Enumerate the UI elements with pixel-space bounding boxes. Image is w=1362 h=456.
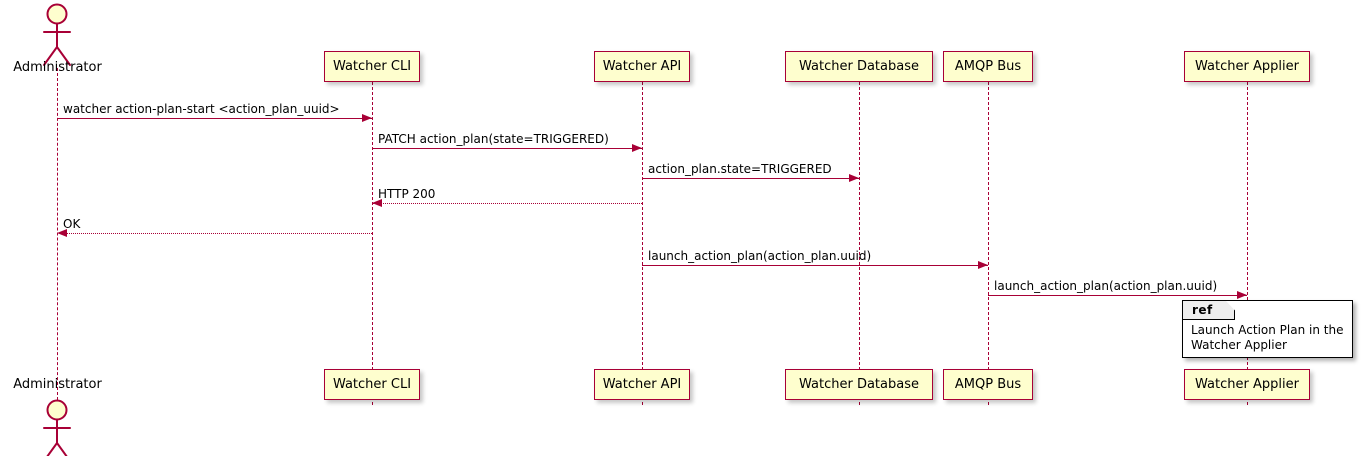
lifeline-amqp-bus	[988, 82, 989, 405]
message-label-2: action_plan.state=TRIGGERED	[648, 162, 832, 176]
lifeline-watcher-cli	[372, 82, 373, 405]
lifeline-watcher-database	[859, 82, 860, 405]
participant-label: Watcher API	[602, 59, 682, 74]
participant-amqp-bus-top[interactable]: AMQP Bus	[943, 51, 1033, 82]
lifeline-watcher-api	[642, 82, 643, 405]
participant-watcher-cli-top[interactable]: Watcher CLI	[324, 51, 420, 82]
participant-watcher-database-top[interactable]: Watcher Database	[785, 51, 933, 82]
message-label-3: HTTP 200	[378, 187, 436, 201]
message-arrowhead-4	[57, 229, 67, 238]
message-line-2	[642, 178, 859, 179]
participant-label: Watcher Applier	[1195, 377, 1299, 392]
participant-label: Watcher CLI	[332, 59, 412, 74]
message-line-4	[57, 233, 372, 234]
lifeline-watcher-applier	[1247, 82, 1248, 405]
message-arrowhead-6	[1237, 291, 1247, 300]
message-arrowhead-5	[978, 261, 988, 270]
participant-label: Watcher Database	[799, 377, 919, 392]
participant-watcher-api-bottom[interactable]: Watcher API	[594, 369, 690, 400]
participant-watcher-database-bottom[interactable]: Watcher Database	[785, 369, 933, 400]
participant-amqp-bus-bottom[interactable]: AMQP Bus	[943, 369, 1033, 400]
message-arrowhead-0	[362, 114, 372, 123]
ref-fragment-text: Launch Action Plan in the Watcher Applie…	[1191, 323, 1344, 352]
message-arrowhead-3	[372, 199, 382, 208]
participant-watcher-applier-bottom[interactable]: Watcher Applier	[1184, 369, 1310, 400]
message-label-4: OK	[63, 217, 81, 231]
actor-administrator	[37, 398, 77, 456]
actor-label-administrator: Administrator	[13, 60, 102, 75]
message-arrowhead-2	[849, 174, 859, 183]
message-label-6: launch_action_plan(action_plan.uuid)	[994, 279, 1218, 293]
message-label-0: watcher action-plan-start <action_plan_u…	[63, 102, 340, 116]
actor-label-administrator: Administrator	[13, 377, 102, 392]
participant-label: Watcher CLI	[332, 377, 412, 392]
message-line-5	[642, 265, 988, 266]
message-line-1	[372, 148, 642, 149]
message-line-0	[57, 118, 372, 119]
message-line-6	[988, 295, 1247, 296]
participant-watcher-api-top[interactable]: Watcher API	[594, 51, 690, 82]
participant-watcher-cli-bottom[interactable]: Watcher CLI	[324, 369, 420, 400]
actor-administrator	[37, 2, 77, 68]
message-line-3	[372, 203, 642, 204]
message-label-1: PATCH action_plan(state=TRIGGERED)	[378, 132, 609, 146]
participant-label: AMQP Bus	[954, 377, 1022, 392]
message-label-5: launch_action_plan(action_plan.uuid)	[648, 249, 872, 263]
participant-watcher-applier-top[interactable]: Watcher Applier	[1184, 51, 1310, 82]
participant-label: Watcher Applier	[1195, 59, 1299, 74]
message-arrowhead-1	[632, 144, 642, 153]
participant-label: Watcher API	[602, 377, 682, 392]
ref-fragment-keyword: ref	[1183, 301, 1235, 320]
participant-label: AMQP Bus	[954, 59, 1022, 74]
participant-label: Watcher Database	[799, 59, 919, 74]
